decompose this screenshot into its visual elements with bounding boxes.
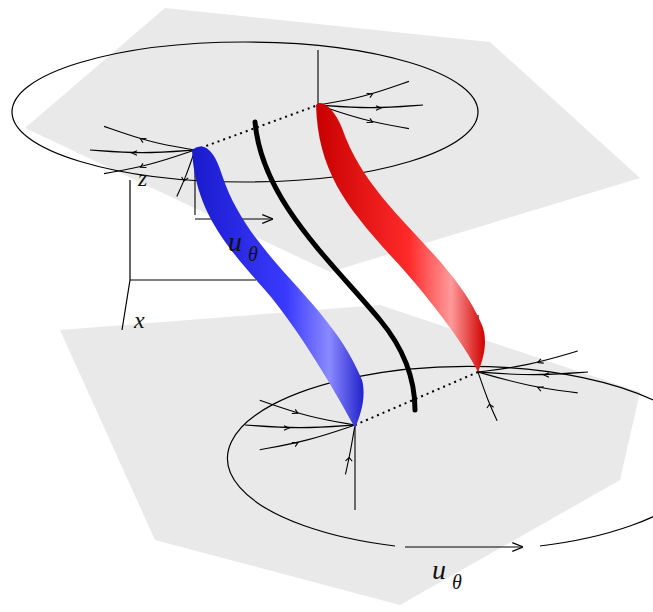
lower-plane [60,305,640,605]
velocity-arrow [405,546,522,547]
axis-label: x [134,308,145,332]
velocity-label: θ [248,244,258,264]
velocity-label: u [432,556,446,584]
red-vortex-tube [316,103,485,372]
upper-circle [12,42,478,182]
velocity-label: θ [452,572,462,592]
lower-circle [228,366,653,546]
axis-label: z [138,166,147,190]
velocity-label: u [228,228,242,256]
streamlines [90,50,588,510]
